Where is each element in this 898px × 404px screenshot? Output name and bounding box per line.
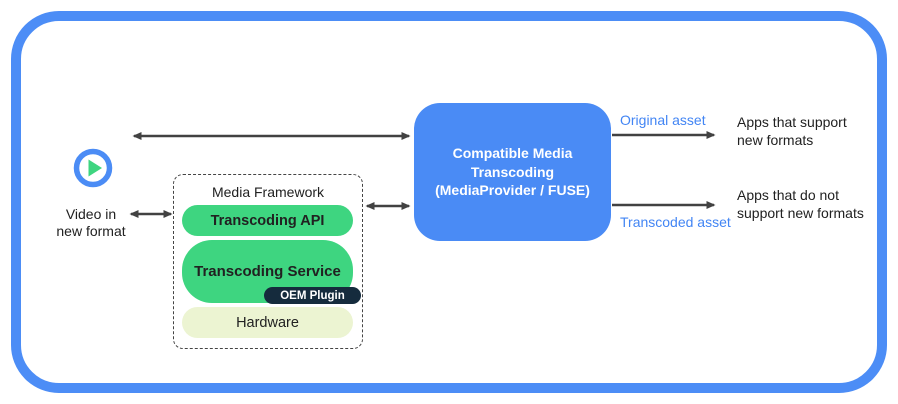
- media-framework-box: [173, 174, 363, 349]
- transcoding-api-box: Transcoding API: [182, 205, 353, 236]
- outer-frame: [11, 11, 887, 393]
- apps-no-support-label: Apps that do not support new formats: [737, 187, 864, 221]
- play-icon: [73, 148, 113, 188]
- hardware-box: Hardware: [182, 307, 353, 338]
- video-source-label: Video in new format: [56, 206, 126, 239]
- compatible-media-transcoding-box: Compatible Media Transcoding (MediaProvi…: [414, 103, 611, 241]
- apps-support-label: Apps that support new formats: [737, 114, 847, 148]
- media-framework-title: Media Framework: [211, 184, 325, 200]
- oem-plugin-badge: OEM Plugin: [264, 287, 361, 304]
- original-asset-label: Original asset: [620, 112, 706, 128]
- transcoded-asset-label: Transcoded asset: [620, 214, 731, 230]
